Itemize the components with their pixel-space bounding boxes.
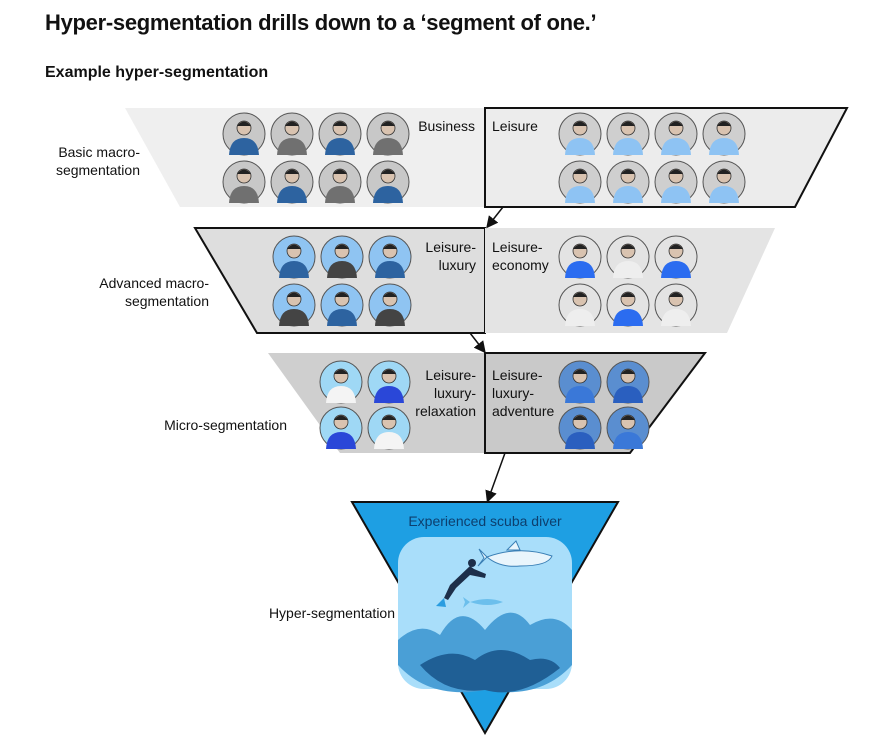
business-traveler-avatar <box>270 160 314 204</box>
business-traveler-avatar <box>366 160 410 204</box>
economy-traveler-avatar <box>606 235 650 279</box>
luxury-traveler-avatar <box>368 283 412 327</box>
band-leisure-economy <box>485 228 775 333</box>
segment-leisure-economy: Leisure- economy <box>492 239 549 273</box>
level-label-basic: Basic macro- segmentation <box>55 144 140 178</box>
segment-business: Business <box>418 118 475 134</box>
economy-traveler-avatar <box>558 283 602 327</box>
leisure-traveler-avatar <box>702 112 746 156</box>
relaxation-traveler-avatar <box>367 406 411 450</box>
business-traveler-avatar <box>270 112 314 156</box>
level-label-hyper: Hyper-segmentation <box>268 605 395 621</box>
luxury-traveler-avatar <box>272 235 316 279</box>
leisure-traveler-avatar <box>654 112 698 156</box>
luxury-traveler-avatar <box>320 235 364 279</box>
business-traveler-avatar <box>318 112 362 156</box>
leisure-traveler-avatar <box>558 160 602 204</box>
leisure-traveler-avatar <box>606 112 650 156</box>
diagram-subtitle: Example hyper-segmentation <box>45 64 269 81</box>
segment-leisure: Leisure <box>492 118 538 134</box>
adventure-traveler-avatar <box>558 360 602 404</box>
business-traveler-avatar <box>222 112 266 156</box>
segment-leisure-luxury-adventure: Leisure- luxury- adventure <box>492 367 555 419</box>
arrow-2 <box>469 332 486 354</box>
leisure-traveler-avatar <box>606 160 650 204</box>
relaxation-traveler-avatar <box>367 360 411 404</box>
economy-traveler-avatar <box>606 283 650 327</box>
leisure-traveler-avatar <box>702 160 746 204</box>
level-label-micro: Micro-segmentation <box>164 417 287 433</box>
adventure-traveler-avatar <box>558 406 602 450</box>
leisure-traveler-avatar <box>558 112 602 156</box>
page-title: Hyper-segmentation drills down to a ‘seg… <box>45 10 597 35</box>
business-traveler-avatar <box>222 160 266 204</box>
level-label-advanced: Advanced macro- segmentation <box>99 275 209 309</box>
shark-icon <box>477 540 553 567</box>
luxury-traveler-avatar <box>272 283 316 327</box>
avatar-grid <box>222 112 746 450</box>
leisure-traveler-avatar <box>654 160 698 204</box>
economy-traveler-avatar <box>558 235 602 279</box>
luxury-traveler-avatar <box>320 283 364 327</box>
small-shark-icon <box>463 597 503 608</box>
relaxation-traveler-avatar <box>319 360 363 404</box>
economy-traveler-avatar <box>654 283 698 327</box>
arrow-3 <box>485 452 506 503</box>
business-traveler-avatar <box>366 112 410 156</box>
luxury-traveler-avatar <box>368 235 412 279</box>
relaxation-traveler-avatar <box>319 406 363 450</box>
arrow-1 <box>486 206 504 229</box>
business-traveler-avatar <box>318 160 362 204</box>
diver-icon <box>436 559 486 607</box>
segment-leisure-luxury-relaxation: Leisure- luxury- relaxation <box>415 367 476 419</box>
segment-leisure-luxury: Leisure- luxury <box>425 239 476 273</box>
economy-traveler-avatar <box>654 235 698 279</box>
adventure-traveler-avatar <box>606 406 650 450</box>
segment-scuba-diver: Experienced scuba diver <box>408 513 562 529</box>
adventure-traveler-avatar <box>606 360 650 404</box>
